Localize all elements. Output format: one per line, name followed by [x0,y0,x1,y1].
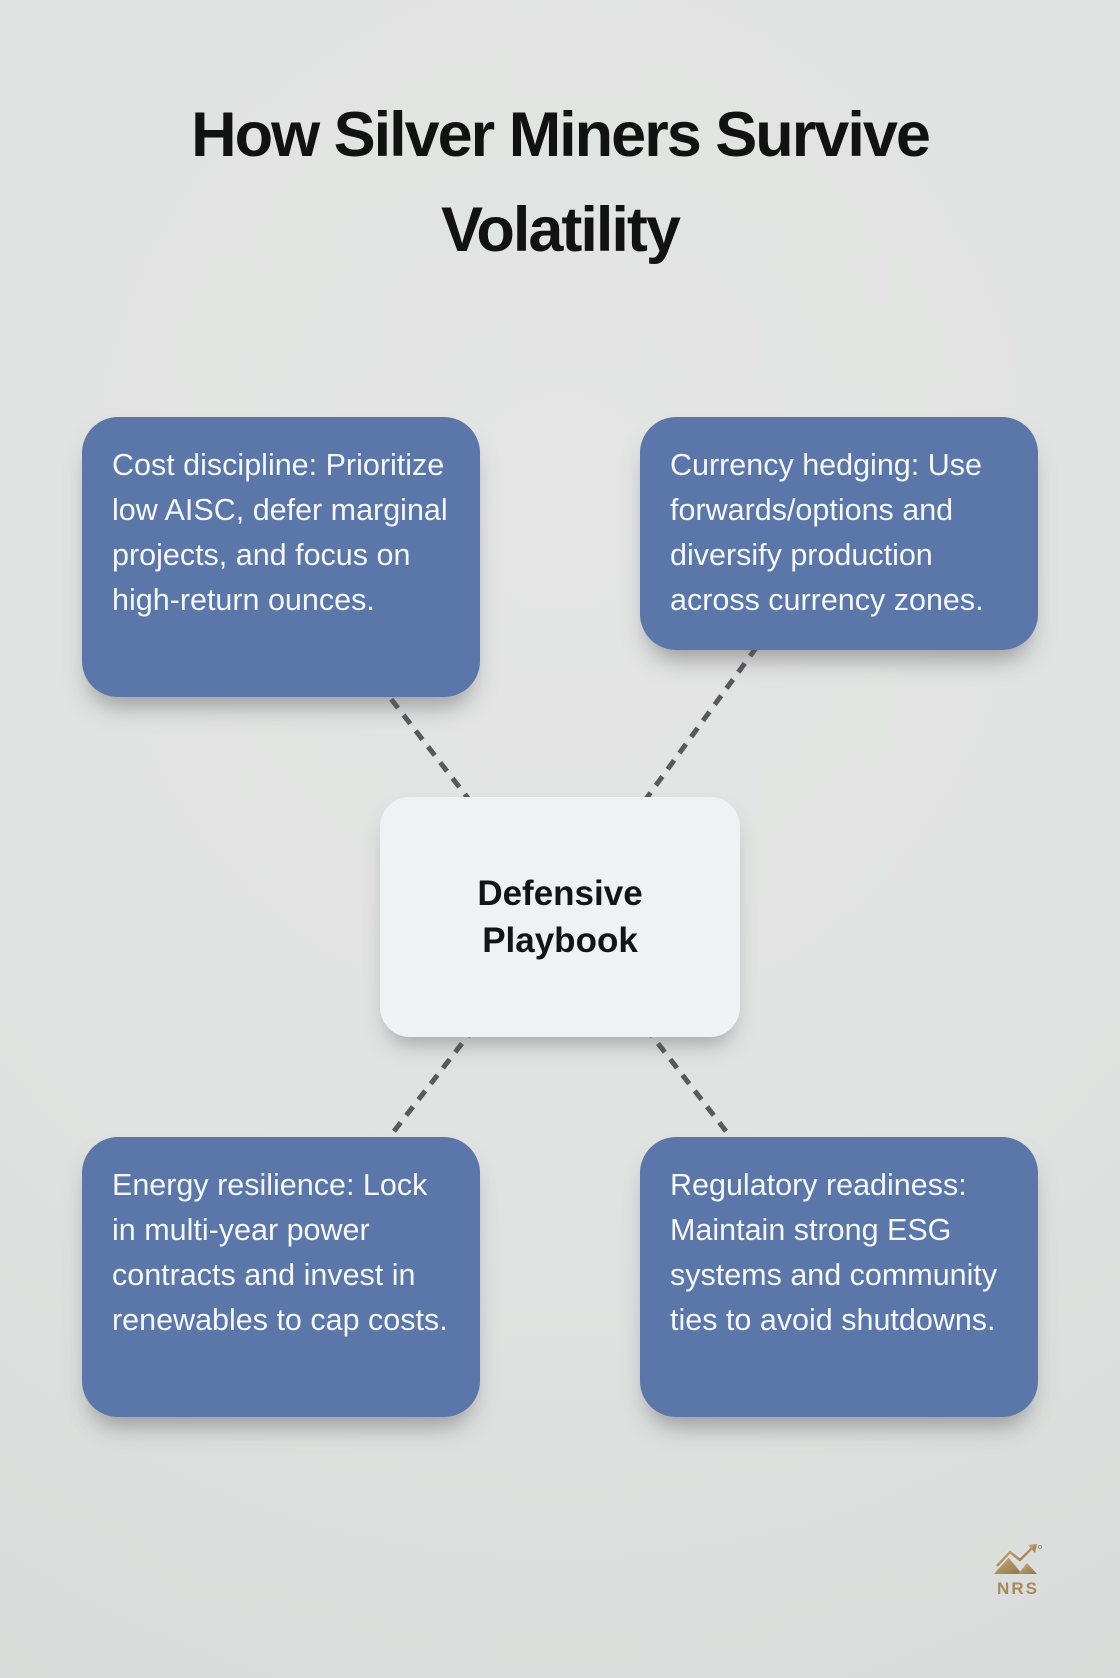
connector-bottom-right [558,915,841,1279]
node-currency-hedging: Currency hedging: Use forwards/options a… [640,417,1038,650]
connector-top-left [279,555,562,919]
node-currency-hedging-text: Currency hedging: Use forwards/options a… [670,448,984,617]
node-cost-discipline-text: Cost discipline: Prioritize low AISC, de… [112,448,448,617]
page-title: How Silver Miners Survive Volatility [191,100,931,265]
node-defensive-playbook: Defensive Playbook [380,797,740,1037]
node-regulatory-readiness-text: Regulatory readiness: Maintain strong ES… [670,1168,998,1337]
connector-bottom-left [279,915,562,1279]
node-cost-discipline: Cost discipline: Prioritize low AISC, de… [82,417,480,697]
node-defensive-playbook-label: Defensive Playbook [477,874,643,960]
node-energy-resilience-text: Energy resilience: Lock in multi-year po… [112,1168,448,1337]
node-energy-resilience: Energy resilience: Lock in multi-year po… [82,1137,480,1417]
mountain-arrow-icon [994,1544,1043,1574]
nrs-logo-text: NRS [997,1579,1039,1598]
node-regulatory-readiness: Regulatory readiness: Maintain strong ES… [640,1137,1038,1417]
nrs-logo: NRS [989,1544,1047,1599]
